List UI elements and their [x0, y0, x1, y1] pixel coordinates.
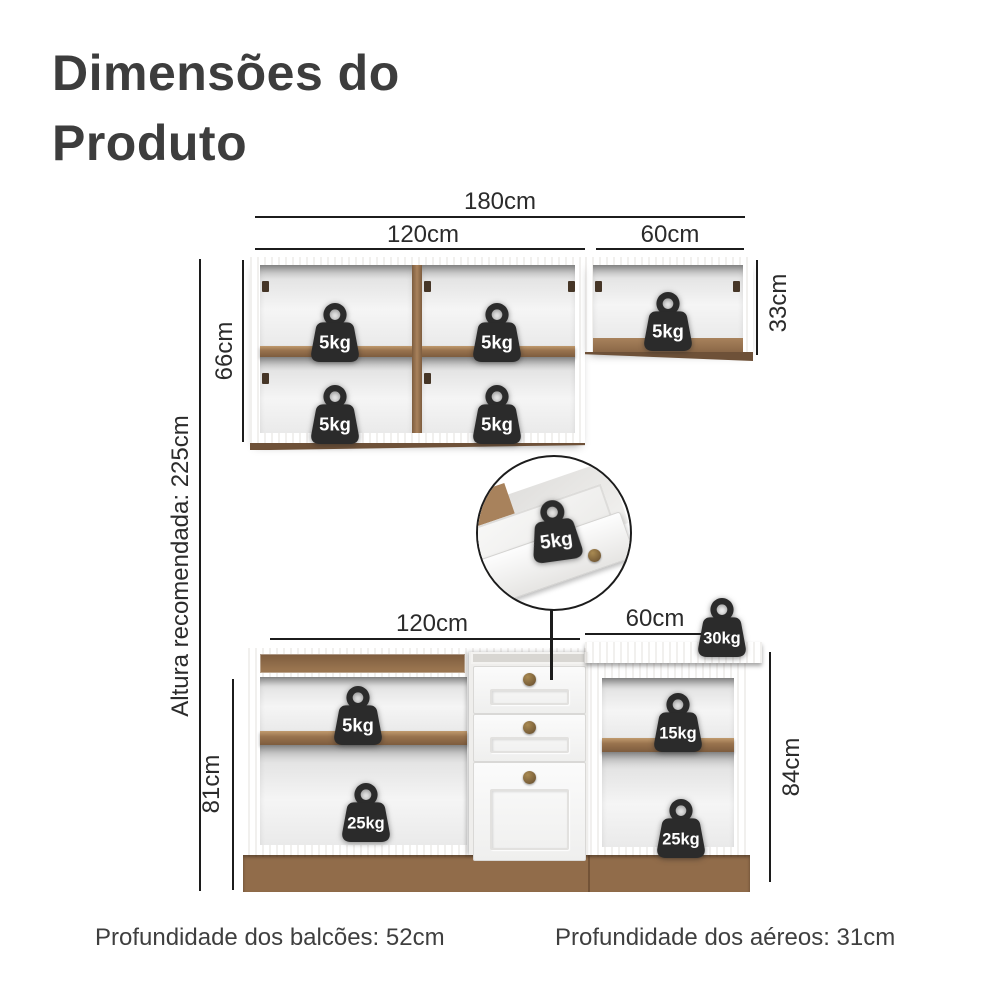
- drawer-knob: [523, 771, 536, 784]
- wall-left-bottom-edge: [250, 443, 585, 450]
- base-right-height-label: 84cm: [778, 737, 805, 797]
- wall-right-width-label: 60cm: [640, 221, 700, 248]
- wall-cabinet-left-module: [250, 257, 585, 443]
- weight-label: 25kg: [347, 814, 384, 832]
- recommended-height-label: Altura recomendada: 225cm: [167, 415, 194, 717]
- base-right-height-line: [769, 652, 771, 882]
- weight-label: 5kg: [481, 413, 513, 434]
- wall-right-bottom-edge: [585, 352, 753, 361]
- wall-left-width-line: [255, 248, 585, 250]
- wall-left-height-line: [242, 260, 244, 442]
- base-left-height-line: [232, 679, 234, 890]
- drawer-detail-inset: 5kg: [476, 455, 632, 611]
- wall-total-width-label: 180cm: [463, 188, 537, 215]
- weight-5kg-icon: 5kg: [533, 500, 583, 564]
- base-left-height-label: 81cm: [198, 754, 225, 814]
- page-title-line-2: Produto: [52, 115, 248, 171]
- drawer-knob: [523, 721, 536, 734]
- base-plinth: [243, 855, 750, 892]
- hinge-icon: [568, 281, 575, 292]
- hinge-icon: [595, 281, 602, 292]
- drawer-panel: [490, 689, 569, 705]
- weight-label: 5kg: [342, 714, 374, 735]
- weight-25kg-icon: 25kg: [342, 783, 390, 842]
- base-left-open-top: [260, 654, 465, 673]
- weight-label: 25kg: [662, 830, 699, 848]
- drawer-knob: [523, 673, 536, 686]
- page-title-line-1: Dimensões do: [52, 45, 400, 101]
- wall-right-height-label: 33cm: [765, 273, 792, 333]
- base-cabinet-left-module: [248, 648, 588, 861]
- depth-note-aereos: Profundidade dos aéreos: 31cm: [555, 924, 896, 951]
- weight-5kg-icon: 5kg: [311, 303, 359, 362]
- weight-label: 5kg: [652, 320, 684, 341]
- hinge-icon: [262, 281, 269, 292]
- drawer-panel: [490, 737, 569, 753]
- drawer-front-3: [473, 762, 586, 861]
- base-left-width-line: [270, 638, 580, 640]
- drawer-front-2: [473, 714, 586, 762]
- hinge-icon: [424, 373, 431, 384]
- weight-30kg-icon: 30kg: [698, 598, 746, 657]
- weight-5kg-icon: 5kg: [473, 385, 521, 444]
- weight-label: 5kg: [319, 331, 351, 352]
- weight-5kg-icon: 5kg: [644, 292, 692, 351]
- base-left-width-label: 120cm: [395, 610, 469, 637]
- wall-total-width-line: [255, 216, 745, 218]
- weight-label: 5kg: [539, 529, 574, 554]
- base-cabinet-right-module: [590, 663, 746, 857]
- depth-note-balcoes: Profundidade dos balcões: 52cm: [95, 924, 445, 951]
- drawer-panel: [490, 789, 569, 850]
- weight-label: 5kg: [319, 413, 351, 434]
- drawer-stack-open-top: [471, 652, 586, 664]
- recommended-height-line: [199, 259, 201, 891]
- base-right-width-label: 60cm: [625, 605, 685, 632]
- drawer-front-1: [473, 666, 586, 714]
- base-right-width-line: [585, 633, 740, 635]
- wall-left-width-label: 120cm: [386, 221, 460, 248]
- weight-5kg-icon: 5kg: [334, 686, 382, 745]
- plinth-seam: [588, 855, 590, 892]
- inset-connector-line: [550, 604, 553, 680]
- drawer-stack: [469, 652, 588, 861]
- drawer-inset-knob: [588, 549, 601, 562]
- weight-label: 15kg: [659, 724, 696, 742]
- page-title: Dimensões do Produto: [52, 38, 400, 178]
- hinge-icon: [262, 373, 269, 384]
- weight-15kg-icon: 15kg: [654, 693, 702, 752]
- hinge-icon: [733, 281, 740, 292]
- weight-label: 5kg: [481, 331, 513, 352]
- wall-right-height-line: [756, 260, 758, 355]
- weight-label: 30kg: [703, 629, 740, 647]
- wall-right-width-line: [596, 248, 744, 250]
- wall-center-divider: [412, 265, 422, 433]
- weight-5kg-icon: 5kg: [473, 303, 521, 362]
- weight-25kg-icon: 25kg: [657, 799, 705, 858]
- hinge-icon: [424, 281, 431, 292]
- wall-left-height-label: 66cm: [211, 321, 238, 381]
- weight-5kg-icon: 5kg: [311, 385, 359, 444]
